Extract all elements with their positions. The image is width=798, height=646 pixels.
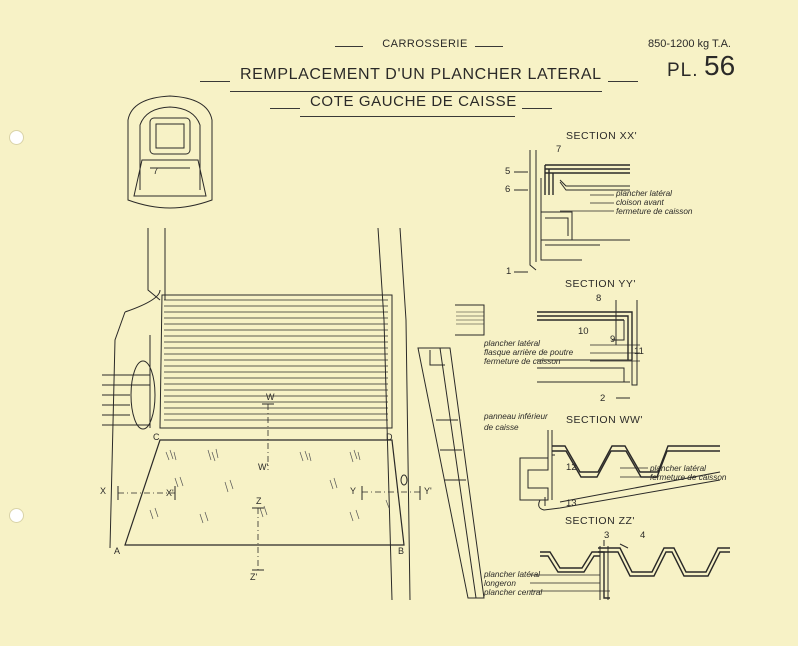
cut-label-x-prime: X' bbox=[166, 488, 174, 498]
corner-label-a: A bbox=[114, 546, 121, 556]
title-rule bbox=[200, 81, 230, 82]
part-number: 4 bbox=[640, 530, 646, 541]
binder-hole-bottom bbox=[9, 508, 24, 523]
vehicle-key-view bbox=[127, 95, 213, 209]
part-number: 10 bbox=[578, 326, 589, 337]
corner-label-c: C bbox=[153, 432, 160, 442]
part-number: 6 bbox=[505, 184, 511, 195]
corner-label-b: B bbox=[398, 546, 405, 556]
cut-label-x: X bbox=[100, 486, 107, 496]
part-number: 1 bbox=[506, 266, 512, 277]
title-rule bbox=[608, 81, 638, 82]
page-subtitle: COTE GAUCHE DE CAISSE bbox=[310, 93, 517, 110]
section-xx-drawing bbox=[514, 150, 630, 273]
corner-label-d: D bbox=[386, 432, 393, 442]
plate-label: PL. bbox=[667, 60, 699, 81]
section-yy-note: plancher latéral bbox=[484, 339, 540, 348]
cut-label-y-prime: Y' bbox=[424, 486, 432, 496]
page-title: REMPLACEMENT D'UN PLANCHER LATERAL bbox=[240, 66, 602, 83]
part-number: 2 bbox=[600, 393, 606, 404]
section-xx-title: SECTION XX' bbox=[566, 130, 638, 142]
cut-label-w: W bbox=[266, 392, 275, 402]
section-ww-note: de caisse bbox=[484, 423, 519, 432]
section-ww-note: panneau inférieur bbox=[484, 412, 548, 421]
subtitle-rule bbox=[270, 108, 300, 109]
section-zz-title: SECTION ZZ' bbox=[565, 515, 635, 527]
section-yy-note: fermeture de caisson bbox=[484, 357, 561, 366]
section-zz-note: plancher central bbox=[484, 588, 543, 597]
cut-label-w-prime: W' bbox=[258, 462, 269, 472]
cut-label-z: Z bbox=[256, 496, 262, 506]
plate-number: 56 bbox=[704, 50, 736, 81]
annotation-leaders bbox=[530, 194, 648, 592]
main-perspective-view bbox=[102, 227, 485, 601]
part-number: 5 bbox=[505, 166, 511, 177]
section-yy-title: SECTION YY' bbox=[565, 278, 636, 290]
section-ww-title: SECTION WW' bbox=[566, 414, 643, 426]
header-rule bbox=[475, 46, 503, 47]
part-number: 7 bbox=[556, 144, 562, 155]
part-number: 11 bbox=[634, 346, 644, 357]
category-label: CARROSSERIE bbox=[382, 38, 468, 50]
section-zz-note: plancher latéral bbox=[484, 570, 540, 579]
section-ww-note: fermeture de caisson bbox=[650, 473, 727, 482]
part-number: 13 bbox=[566, 498, 577, 509]
section-yy-note: flasque arrière de poutre bbox=[484, 348, 574, 357]
title-underline bbox=[230, 91, 602, 92]
section-yy-drawing bbox=[537, 300, 638, 399]
part-number: 8 bbox=[596, 293, 602, 304]
cut-label-z-prime: Z' bbox=[250, 572, 258, 582]
part-number: 12 bbox=[566, 462, 577, 473]
section-zz-note: longeron bbox=[484, 579, 516, 588]
subtitle-underline bbox=[300, 116, 515, 117]
key-view-marker: 7 bbox=[153, 166, 159, 177]
binder-hole-top bbox=[9, 130, 24, 145]
part-number: 3 bbox=[604, 530, 610, 541]
header-rule bbox=[335, 46, 363, 47]
section-xx-note: cloison avant bbox=[616, 198, 664, 207]
section-ww-note: plancher latéral bbox=[650, 464, 706, 473]
section-ww-drawing bbox=[519, 430, 721, 511]
subtitle-rule bbox=[522, 108, 552, 109]
vehicle-reference: 850-1200 kg T.A. bbox=[648, 38, 731, 50]
part-number: 9 bbox=[610, 334, 616, 345]
cut-label-y: Y bbox=[350, 486, 357, 496]
section-xx-note: fermeture de caisson bbox=[616, 207, 693, 216]
section-xx-note: plancher latéral bbox=[616, 189, 672, 198]
